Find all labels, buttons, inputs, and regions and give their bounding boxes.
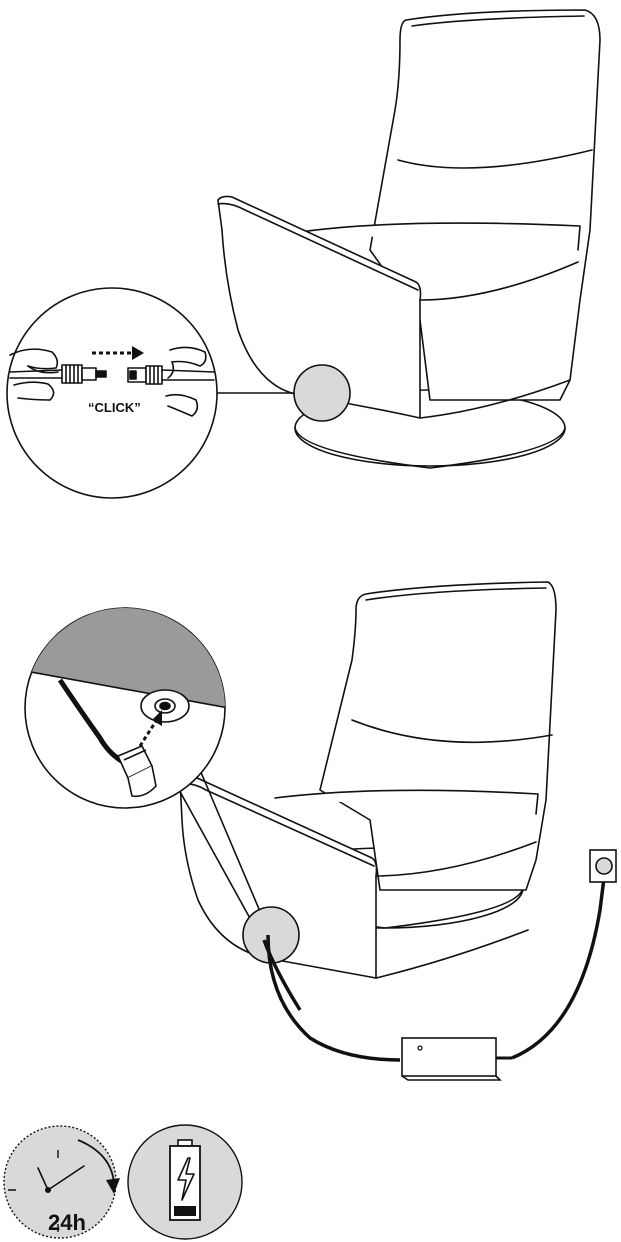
step-plug-power xyxy=(0,560,621,1120)
chair-backrest xyxy=(320,582,556,890)
click-label: “CLICK” xyxy=(88,400,141,415)
clock-icon: 24h xyxy=(4,1126,120,1238)
adapter-cable xyxy=(512,878,604,1058)
battery-charging-icon xyxy=(128,1125,242,1239)
magnified-callout xyxy=(20,580,240,808)
connector-location-marker xyxy=(294,365,350,421)
power-adapter xyxy=(402,1038,512,1080)
icon-row: 24h xyxy=(0,1120,621,1242)
charging-info-icons: 24h xyxy=(0,1120,621,1242)
magnified-callout xyxy=(7,288,217,498)
wall-outlet xyxy=(590,850,616,882)
chair-power-illustration xyxy=(0,560,621,1120)
chair-socket xyxy=(141,690,189,722)
step-connect-cables: “CLICK” xyxy=(0,0,621,520)
charge-time-label: 24h xyxy=(48,1210,86,1235)
chair-connect-illustration: “CLICK” xyxy=(0,0,621,520)
